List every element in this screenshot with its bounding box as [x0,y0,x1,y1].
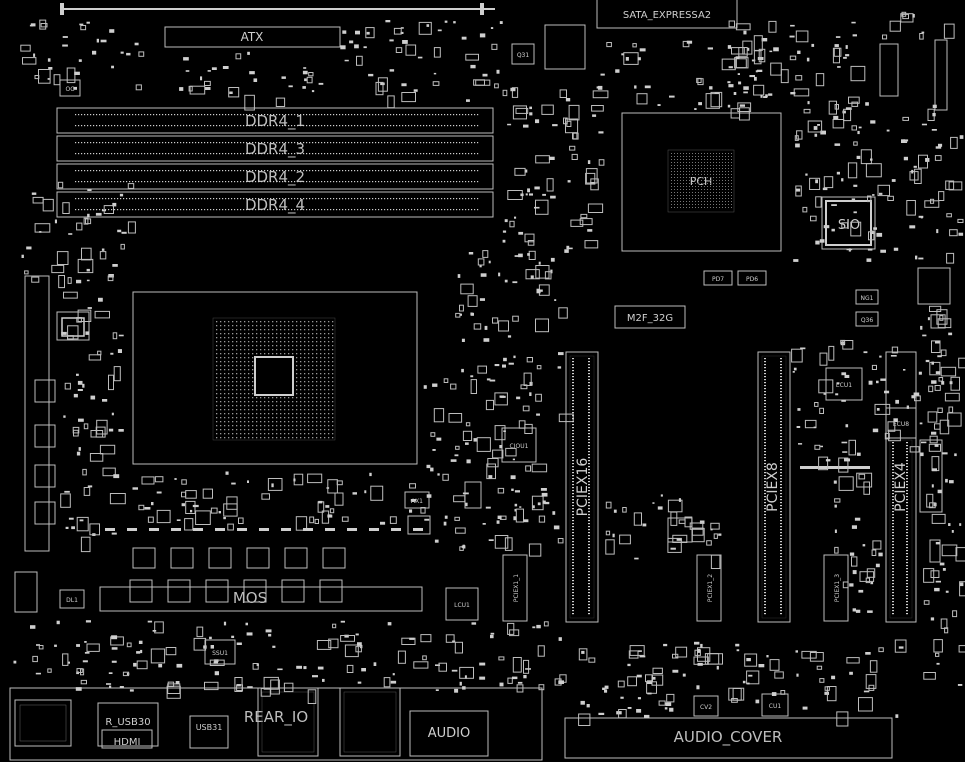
sata-express-connector: SATA_EXPRESSA2 [596,0,738,29]
pciex4-slot: PCIEX4 [885,351,917,623]
ciou1-label: CIOU1 [510,443,529,450]
pciex16-label: PCIEX16 [575,458,591,517]
dimm-label: DDR4_2 [245,168,305,187]
ax1-chip: AX1 [404,491,430,509]
pciex4-label: PCIEX4 [893,462,909,512]
pciex1-label: PCIEX1_2 [707,574,714,602]
cu1-chip: CU1 [761,693,789,717]
q36-chip: Q36 [855,311,879,327]
rear-io-label: REAR_IO [244,708,308,727]
q36-label: Q36 [861,317,874,324]
ng1-label: NG1 [861,295,874,302]
pch-chip: PCH [621,112,782,252]
cu1-label: CU1 [769,703,782,710]
dimm-label: DDR4_4 [245,196,305,215]
hdmi-label: HDMI [114,737,141,748]
q31-label: Q31 [517,52,530,59]
dimm-slots: DDR4_1 DDR4_3 DDR4_2 DDR4_4 [56,107,494,218]
ssu1-label: SSU1 [212,650,228,657]
pciex1-label: PCIEX1_1 [513,574,520,602]
dimm-slot-4: DDR4_4 [56,191,494,218]
ng1-chip: NG1 [855,289,879,305]
pciex1-label: PCIEX1_3 [834,574,841,602]
lcu1-chip: LCU1 [445,587,479,621]
audio-label: AUDIO [428,726,471,741]
cv2-label: CV2 [700,704,712,711]
audio-connector: AUDIO [409,710,489,757]
ecu8-label: ECU8 [893,421,909,428]
cpu-socket [132,291,418,465]
usb31-connector: USB31 [189,715,229,749]
q31-chip: Q31 [511,43,535,65]
mos-area: MOS [99,586,423,612]
lcu1-label: LCU1 [454,602,470,609]
dimm-slot-3: DDR4_3 [56,135,494,162]
pd7-chip: PD7 [703,270,733,286]
ssu1-chip: SSU1 [204,639,236,665]
pciex8-label: PCIEX8 [765,462,781,512]
pch-label: PCH [690,175,713,188]
hdmi-connector: HDMI [101,729,153,749]
pciex8-slot: PCIEX8 [757,351,791,623]
choke-row [129,579,343,603]
dimm-label: DDR4_3 [245,140,305,159]
ecu1-label: ECU1 [836,382,852,389]
rear-io-area: REAR_IO [9,687,543,761]
cv2-chip: CV2 [693,695,719,717]
dl1-label: DL1 [66,597,78,604]
mos-label: MOS [233,589,267,607]
sio-chip: SIO [821,196,876,250]
ecu8-chip: ECU8 [885,407,917,439]
sio-label: SIO [838,218,860,233]
atx-connector: ATX [164,26,341,48]
audio-cover-area: AUDIO_COVER [564,717,893,759]
audio-cover-label: AUDIO_COVER [674,728,783,747]
r-usb30-connector: R_USB30 [97,702,159,747]
dl1-chip: DL1 [59,589,85,609]
atx-label: ATX [241,30,264,44]
pd6-chip: PD6 [737,270,767,286]
pd7-label: PD7 [712,276,724,283]
dimm-slot-1: DDR4_1 [56,107,494,134]
pciex16-slot: PCIEX16 [565,351,599,623]
ax1-label: AX1 [411,498,423,505]
oc-label: OC [66,86,75,93]
pciex1-2-slot: PCIEX1_2 [696,554,722,622]
m2-slot: M2F_32G [614,305,686,329]
pciex1-1-slot: PCIEX1_1 [502,554,528,622]
mosfet-row [132,547,346,569]
dimm-label: DDR4_1 [245,112,305,131]
pd6-label: PD6 [746,276,758,283]
dimm-slot-2: DDR4_2 [56,163,494,190]
small-components [13,11,965,727]
r-usb30-label: R_USB30 [105,717,150,728]
sata-label: SATA_EXPRESSA2 [623,10,711,21]
usb31-label: USB31 [196,723,223,732]
m2f-label: M2F_32G [627,313,673,324]
oc-chip: OC [59,79,81,97]
